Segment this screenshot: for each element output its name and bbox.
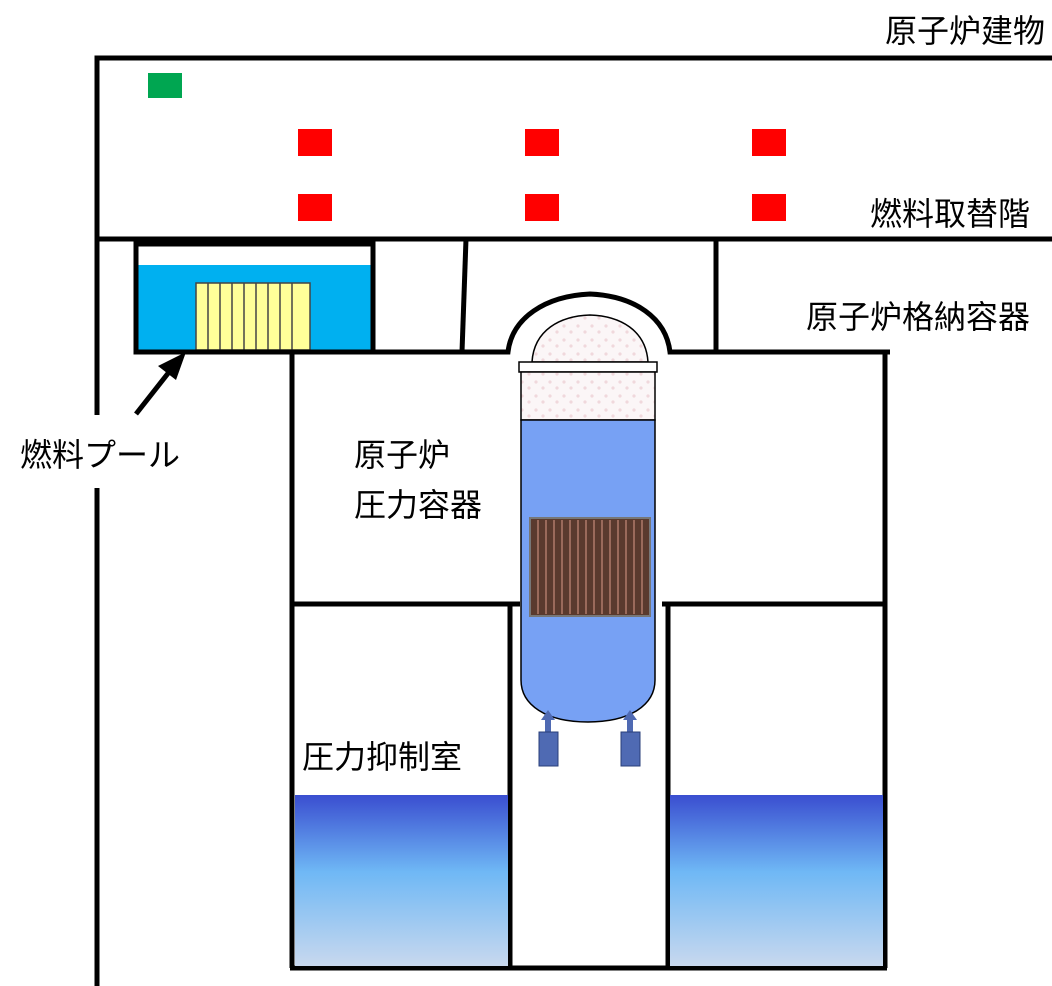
label-containment-vessel: 原子炉格納容器 [806, 298, 1030, 336]
suppression-water-left [295, 795, 508, 966]
reactor-core [529, 517, 651, 617]
refueling-floor-indicators [148, 73, 786, 221]
vessel-head [531, 314, 649, 363]
control-rod-drives [538, 710, 641, 767]
containment-upper-walls [373, 238, 890, 355]
suppression-pool-water [295, 795, 883, 966]
fuel-pool-arrow [134, 352, 186, 416]
red-indicator [752, 129, 786, 156]
label-suppression-chamber: 圧力抑制室 [302, 738, 462, 776]
vessel-cap [518, 361, 658, 373]
red-indicator [752, 194, 786, 221]
containment-dome [373, 291, 890, 355]
vessel-steam-space [520, 371, 656, 421]
green-indicator [148, 73, 182, 98]
control-rod-drive-right [620, 710, 641, 767]
red-indicator [298, 129, 332, 156]
fuel-pool-outline [133, 241, 376, 355]
building-walls [94, 55, 1052, 986]
label-refueling-floor: 燃料取替階 [870, 195, 1030, 233]
suppression-water-right [670, 795, 883, 966]
building-outer-wall [94, 55, 1052, 415]
labels: 原子炉建物 燃料取替階 原子炉格納容器 燃料プール 原子炉 圧力容器 圧力抑制室 [20, 12, 1045, 776]
label-pressure-vessel-2: 圧力容器 [354, 486, 482, 524]
control-rod-drive-left [538, 710, 559, 767]
red-indicator [525, 129, 559, 156]
label-reactor-building: 原子炉建物 [885, 12, 1045, 50]
red-indicator [525, 194, 559, 221]
red-indicator [298, 194, 332, 221]
reactor-pressure-vessel [518, 314, 658, 723]
label-pressure-vessel-1: 原子炉 [354, 436, 450, 474]
containment-vessel [289, 352, 888, 971]
label-fuel-pool: 燃料プール [20, 436, 180, 474]
fuel-pool [133, 241, 376, 355]
fuel-assemblies [195, 282, 311, 351]
